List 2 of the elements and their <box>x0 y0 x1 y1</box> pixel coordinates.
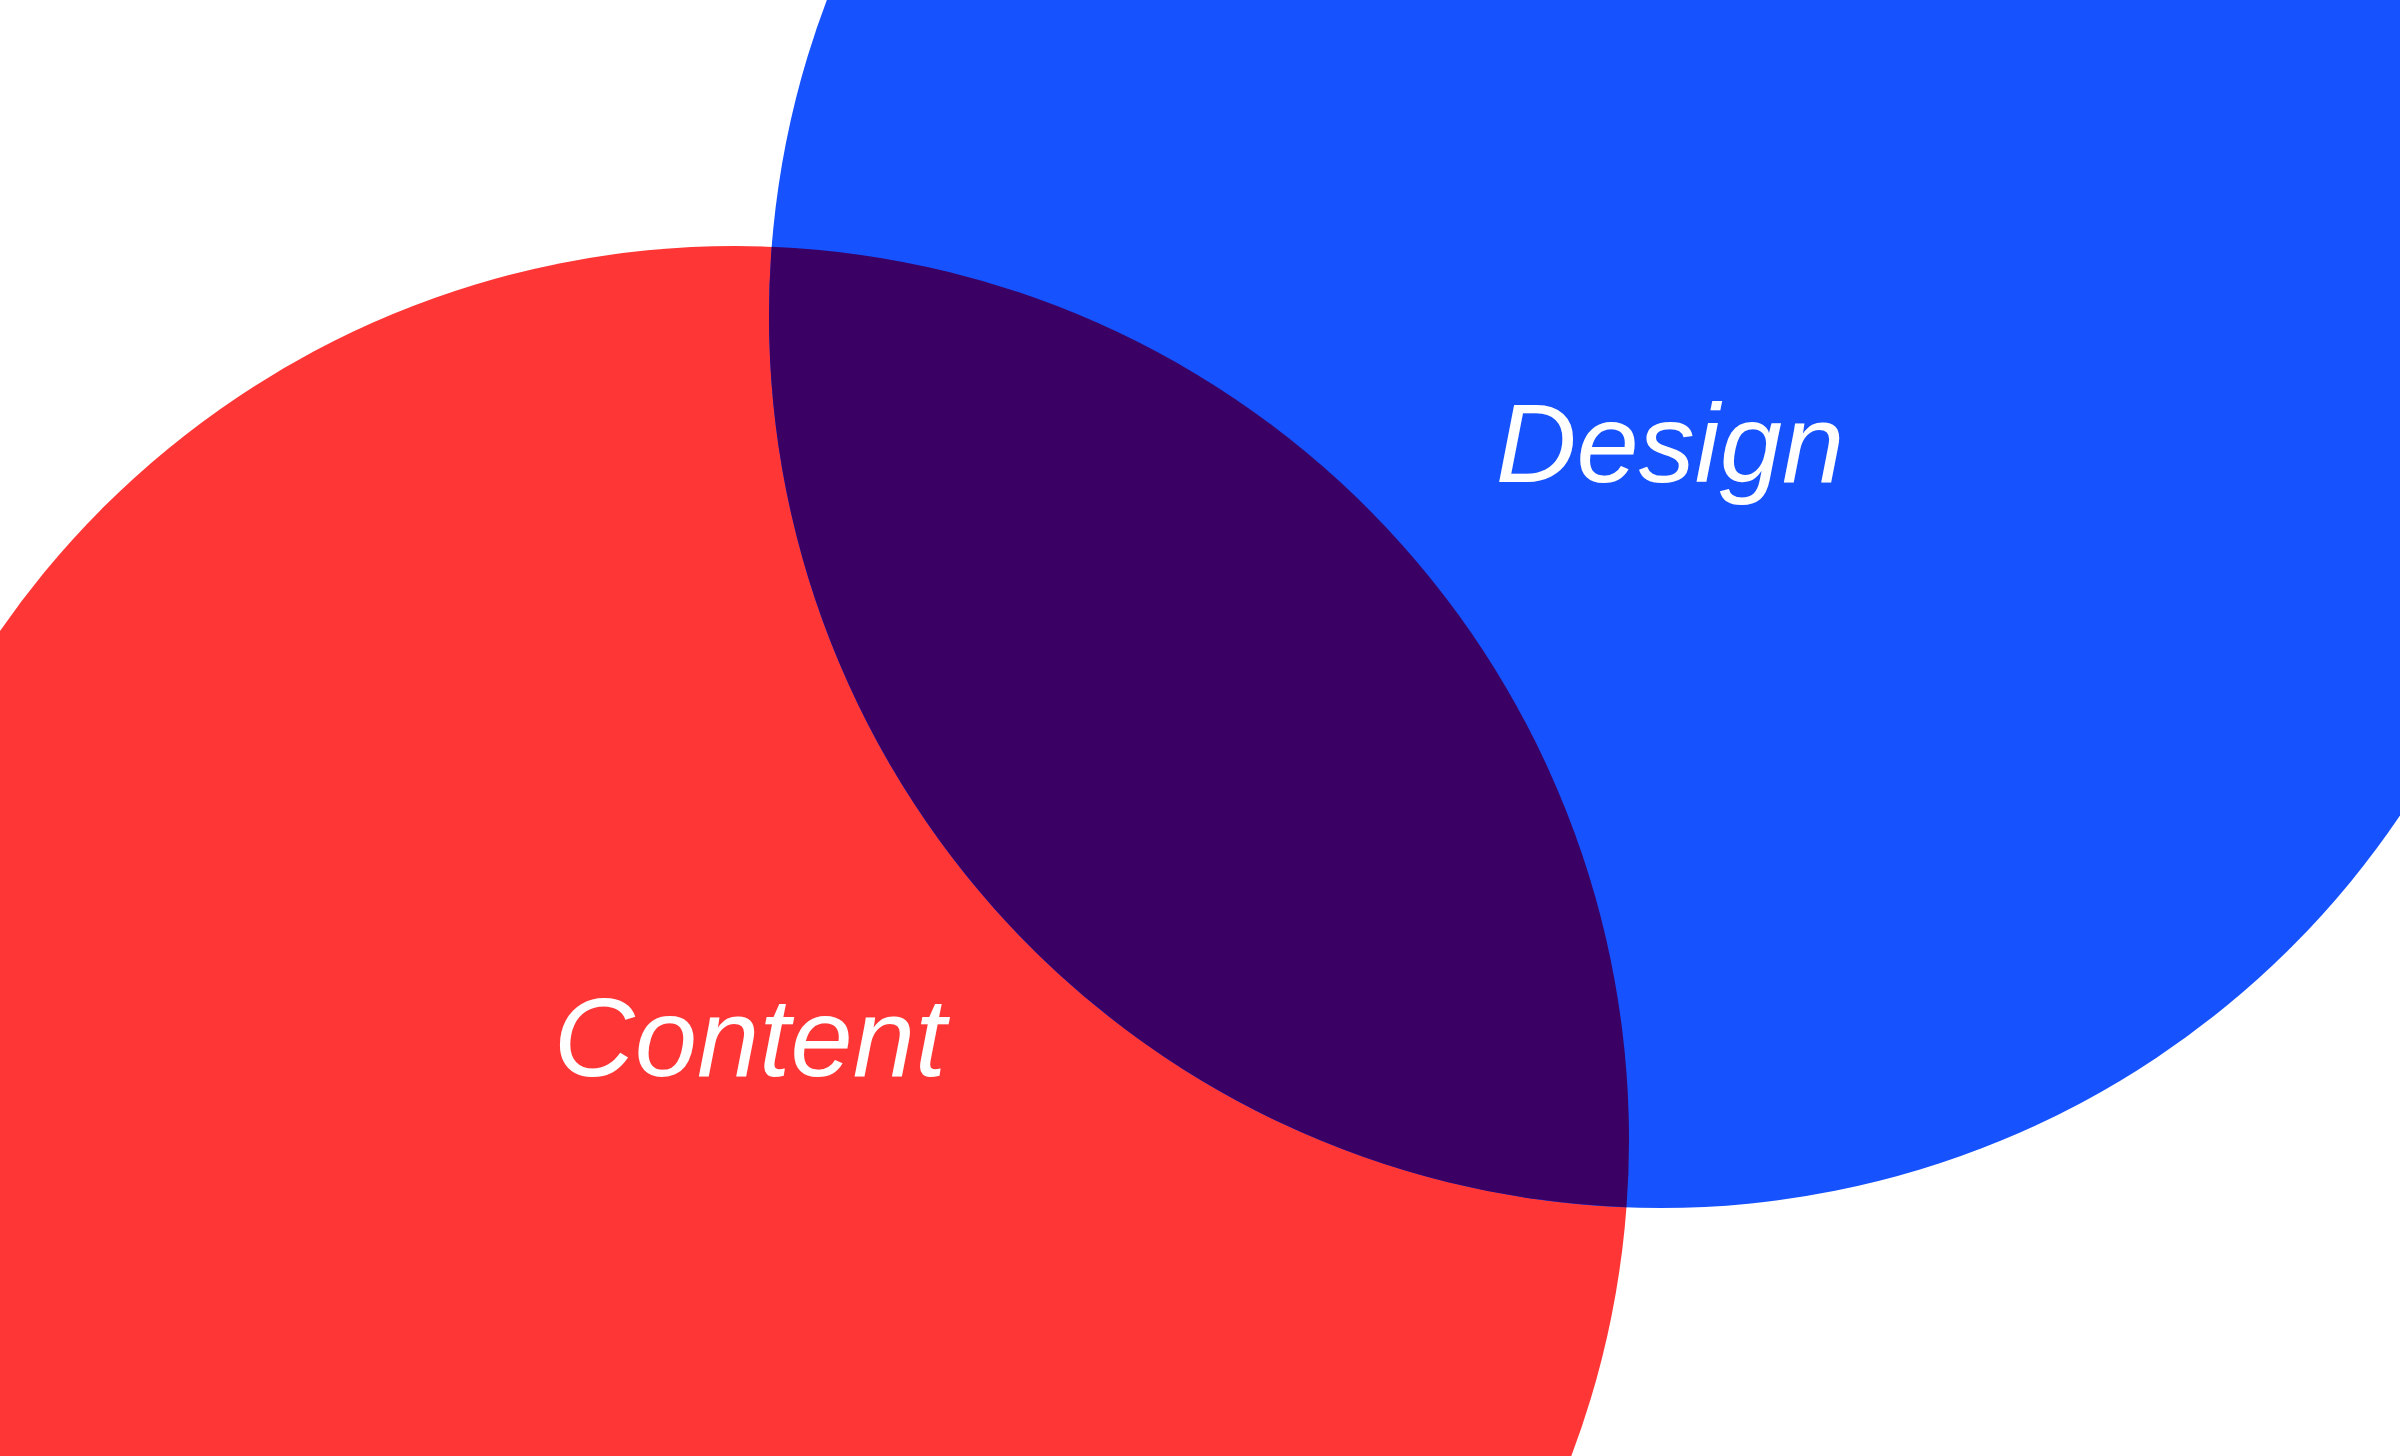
circle-label: Content <box>531 965 969 1111</box>
circle-label: Design <box>1494 380 1846 509</box>
